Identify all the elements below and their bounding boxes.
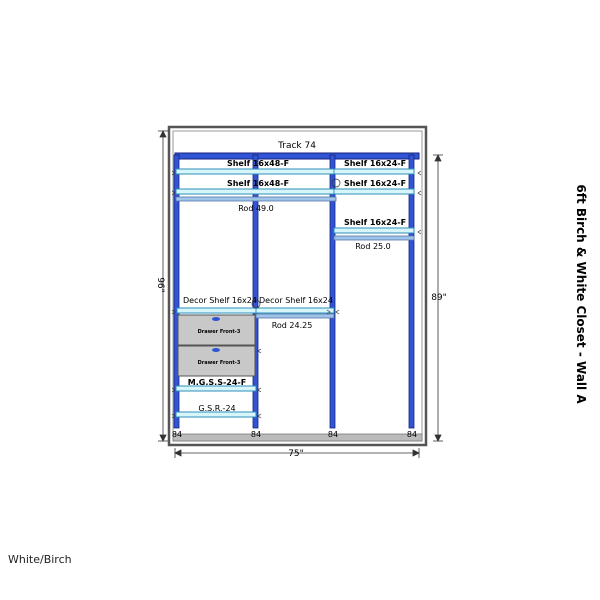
standard-1 xyxy=(173,154,180,429)
shelf-second-right-label: Shelf 16x24-F xyxy=(344,179,406,188)
standard-3 xyxy=(329,154,336,429)
wall-height-dimension xyxy=(158,130,168,442)
shelf-third-right xyxy=(333,227,415,234)
rod-right-upper xyxy=(333,235,415,241)
standard-2 xyxy=(252,154,259,429)
shelf-second-left-label: Shelf 16x48-F xyxy=(227,179,289,188)
wall-outline xyxy=(167,125,428,447)
closet-height-dimension xyxy=(433,154,443,442)
rod-middle-lower xyxy=(255,313,335,319)
decor-shelf-middle-label: Decor Shelf 16x24 xyxy=(259,296,333,305)
standard-3-label: 84 xyxy=(328,430,338,439)
standard-4-label: 84 xyxy=(407,430,417,439)
mgss-shelf xyxy=(175,385,257,392)
drawing-title: 6ft Birch & White Closet - Wall A xyxy=(574,184,588,404)
shelf-second-left xyxy=(175,188,337,195)
gsr-rack xyxy=(175,411,257,418)
shelf-top-right xyxy=(333,168,415,175)
shelf-second-right xyxy=(333,188,415,195)
finish-label: White/Birch xyxy=(8,553,72,566)
decor-shelf-left xyxy=(176,307,258,314)
rod-middle-lower-label: Rod 24.25 xyxy=(272,321,313,330)
shelf-brackets xyxy=(171,170,422,419)
floor-baseboard xyxy=(172,433,423,442)
decor-shelf-middle xyxy=(255,307,335,314)
width-dimension xyxy=(174,448,420,458)
rod-left-upper xyxy=(175,196,337,202)
drawer-front-1-label: Drawer Front-3 xyxy=(198,329,241,335)
standard-4 xyxy=(408,154,415,429)
drawer-1-handle-icon xyxy=(212,317,220,321)
track-label: Track 74 xyxy=(277,141,316,151)
rod-right-upper-label: Rod 25.0 xyxy=(355,242,391,251)
drawer-front-2-label: Drawer Front-3 xyxy=(198,360,241,366)
shelf-top-right-label: Shelf 16x24-F xyxy=(344,159,406,168)
wall-height-label: 96" xyxy=(155,277,165,293)
width-label: 75" xyxy=(288,449,304,459)
closet-height-label: 89" xyxy=(431,293,447,303)
mgss-label: M.G.S.S-24-F xyxy=(188,378,246,387)
shelf-top-left-label: Shelf 16x48-F xyxy=(227,159,289,168)
standard-2-label: 84 xyxy=(251,430,261,439)
drawer-2-handle-icon xyxy=(212,348,220,352)
decor-shelf-left-label: Decor Shelf 16x24 xyxy=(183,296,257,305)
shelf-third-right-label: Shelf 16x24-F xyxy=(344,218,406,227)
drawer-front-1 xyxy=(177,314,256,346)
gsr-label: G.S.R.-24 xyxy=(198,404,235,413)
rod-left-upper-label: Rod 49.0 xyxy=(238,204,274,213)
standard-1-label: 84 xyxy=(172,430,182,439)
shelf-top-left xyxy=(175,168,337,175)
